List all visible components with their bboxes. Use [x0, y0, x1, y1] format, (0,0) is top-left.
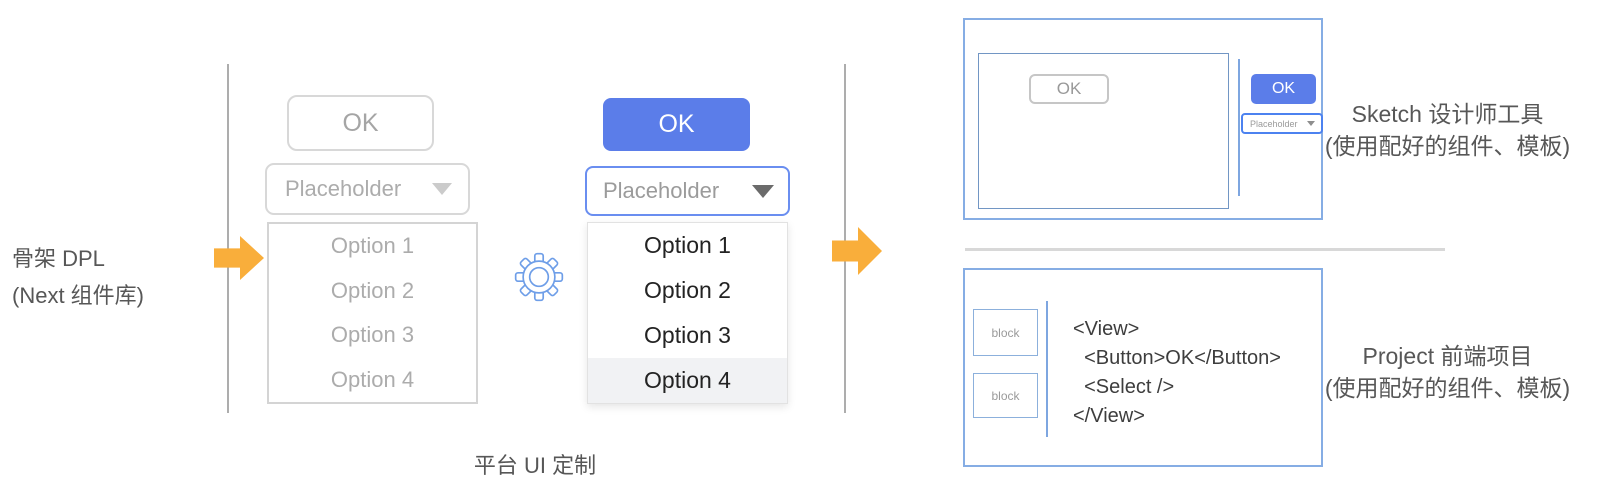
- skeleton-option-2[interactable]: Option 2: [330, 277, 415, 303]
- skeleton-option-1[interactable]: Option 1: [330, 233, 415, 259]
- right-section-divider: [965, 248, 1445, 251]
- platform-ui-caption: 平台 UI 定制: [473, 453, 597, 478]
- project-block-2: block: [973, 373, 1038, 418]
- styled-ok-button-label: OK: [658, 110, 695, 138]
- stage-divider-left: [227, 64, 229, 413]
- chevron-down-icon: [432, 183, 452, 195]
- flow-arrow-icon: [832, 227, 882, 275]
- project-block-1-label: block: [991, 325, 1020, 340]
- skeleton-option-3[interactable]: Option 3: [330, 322, 415, 348]
- styled-option-3[interactable]: Option 3: [644, 322, 731, 348]
- code-line-4: </View>: [1073, 405, 1145, 427]
- skeleton-dpl-label-line2: (Next 组件库): [12, 283, 145, 308]
- skeleton-select[interactable]: Placeholder: [265, 163, 470, 215]
- sketch-skeleton-ok-button[interactable]: OK: [1029, 74, 1109, 104]
- styled-option-4-selected[interactable]: Option 4: [588, 358, 787, 403]
- code-line-2: <Button>OK</Button>: [1073, 347, 1281, 369]
- code-line-1: <View>: [1073, 318, 1140, 340]
- sketch-styled-ok-button[interactable]: OK: [1251, 74, 1316, 104]
- project-caption: Project 前端项目 (使用配好的组件、模板): [1295, 340, 1600, 404]
- project-panel-divider: [1046, 301, 1048, 437]
- sketch-panel-divider: [1238, 59, 1240, 196]
- project-caption-line2: (使用配好的组件、模板): [1324, 375, 1571, 401]
- sketch-tool-panel: OK OK Placeholder: [963, 18, 1323, 220]
- styled-option-2[interactable]: Option 2: [644, 277, 731, 303]
- sketch-caption-line2: (使用配好的组件、模板): [1324, 133, 1571, 159]
- gear-icon: [511, 249, 567, 305]
- styled-select[interactable]: Placeholder: [585, 166, 790, 216]
- styled-options-list: Option 1 Option 2 Option 3 Option 4: [587, 222, 788, 404]
- code-snippet: <View> <Button>OK</Button> <Select /> </…: [1073, 315, 1281, 431]
- project-caption-line1: Project 前端项目: [1362, 343, 1533, 369]
- skeleton-ok-button[interactable]: OK: [287, 95, 434, 151]
- sketch-caption: Sketch 设计师工具 (使用配好的组件、模板): [1295, 98, 1600, 162]
- skeleton-options-list: Option 1 Option 2 Option 3 Option 4: [267, 222, 478, 404]
- chevron-down-icon: [752, 184, 774, 198]
- stage-divider-right: [844, 64, 846, 413]
- styled-option-1[interactable]: Option 1: [644, 232, 731, 258]
- styled-ok-button[interactable]: OK: [603, 98, 750, 151]
- project-block-2-label: block: [991, 388, 1020, 403]
- skeleton-option-4[interactable]: Option 4: [330, 366, 415, 392]
- styled-select-placeholder: Placeholder: [603, 178, 720, 203]
- project-block-1: block: [973, 309, 1038, 356]
- skeleton-ok-button-label: OK: [342, 108, 379, 137]
- sketch-styled-ok-label: OK: [1271, 80, 1296, 97]
- skeleton-select-placeholder: Placeholder: [285, 176, 402, 201]
- chevron-down-icon: [1307, 121, 1315, 126]
- skeleton-dpl-label-line1: 骨架 DPL: [12, 246, 105, 271]
- sketch-styled-select-placeholder: Placeholder: [1250, 118, 1298, 129]
- sketch-caption-line1: Sketch 设计师工具: [1351, 101, 1544, 127]
- project-panel: block block <View> <Button>OK</Button> <…: [963, 268, 1323, 467]
- sketch-skeleton-ok-label: OK: [1056, 79, 1082, 98]
- code-line-3: <Select />: [1073, 376, 1175, 398]
- sketch-styled-select[interactable]: Placeholder: [1241, 113, 1323, 134]
- skeleton-dpl-label: 骨架 DPL (Next 组件库): [12, 240, 222, 314]
